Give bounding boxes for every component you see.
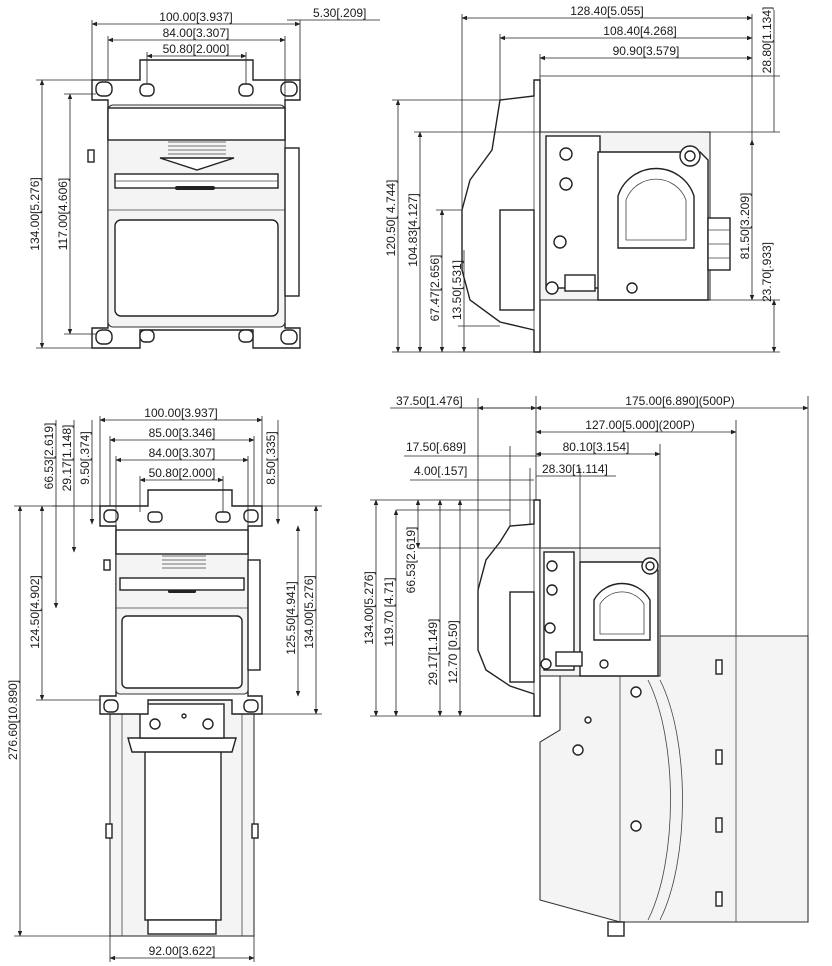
dim3-29-text: 29.17[1.148]	[60, 425, 74, 492]
dim3-85-text: 85.00[3.346]	[149, 426, 216, 440]
dim4-28-text: 28.30[1.114]	[542, 462, 608, 476]
dim-84-text: 84.00[3.307]	[163, 26, 230, 40]
dims-bottom-left: 100.00[3.937] 85.00[3.346] 84.00[3.307] …	[6, 406, 322, 962]
dim-90-text: 90.90[3.579]	[613, 44, 680, 58]
dim-100-text: 100.00[3.937]	[159, 10, 232, 24]
dims-bottom-right: 37.50[1.476] 175.00[6.890](500P) 127.00[…	[362, 394, 809, 717]
dim3-276-text: 276.60[10.890]	[6, 680, 20, 760]
dim-117-text: 117.00[4.606]	[56, 178, 70, 251]
dim3-124-text: 124.50[4.902]	[28, 575, 42, 648]
view-bottom-right-side	[477, 499, 809, 937]
dim-67-text: 67.47[2.656]	[428, 255, 442, 322]
dim4-80-text: 80.10[3.154]	[563, 440, 630, 454]
dim3-92-text: 92.00[3.622]	[149, 944, 216, 958]
dims-top-right: 128.40[5.055] 108.40[4.268] 90.90[3.579]…	[384, 4, 780, 353]
dim3-134-text: 134.00[5.276]	[302, 575, 316, 648]
dim3-125-text: 125.50[4.941]	[284, 581, 298, 654]
dim4-127-text: 127.00[5.000](200P)	[585, 418, 694, 432]
dim3-50-text: 50.80[2.000]	[149, 466, 216, 480]
dims-top-left: 100.00[3.937] 84.00[3.307] 50.80[2.000] …	[28, 6, 380, 349]
stacker-window	[114, 219, 279, 317]
front-stacker-window	[121, 615, 243, 689]
dim-13-text: 13.50[.531]	[450, 260, 464, 320]
dim-120-text: 120.50[ 4.744]	[384, 180, 398, 257]
dim-50-text: 50.80[2.000]	[163, 42, 230, 56]
dim-23-text: 23.70[.933]	[760, 242, 774, 302]
dim3-8-text: 8.50[.335]	[264, 431, 278, 484]
bill-entry-arrow	[159, 141, 235, 171]
dim3-100-text: 100.00[3.937]	[144, 406, 217, 420]
dim4-4-text: 4.00[.157]	[414, 464, 467, 478]
dim4-37-text: 37.50[1.476]	[396, 394, 463, 408]
dim4-175-text: 175.00[6.890](500P)	[625, 394, 734, 408]
dim-128-text: 128.40[5.055]	[570, 4, 643, 18]
dim3-9-text: 9.50[.374]	[78, 431, 92, 484]
view-top-left-front	[87, 59, 301, 349]
dim4-119-text: 119.70 [4.71]	[382, 577, 396, 646]
dim-5-30-text: 5.30[.209]	[313, 6, 366, 20]
dim4-134-text: 134.00[5.276]	[362, 571, 376, 644]
dim4-17-text: 17.50[.689]	[406, 440, 466, 454]
dim-134-text: 134.00[5.276]	[28, 177, 42, 250]
dim4-66-text: 66.53[2.619]	[404, 527, 418, 594]
view-top-right-side	[461, 79, 731, 353]
dim-108-text: 108.40[4.268]	[603, 24, 676, 38]
dim-81-text: 81.50[3.209]	[738, 193, 752, 260]
dim4-29-text: 29.17[1.149]	[426, 619, 440, 686]
motor-window	[617, 167, 695, 249]
dim4-12-text: 12.70 [0.50]	[446, 620, 460, 683]
view-bottom-left-front	[99, 489, 263, 937]
dim3-84-text: 84.00[3.307]	[149, 446, 216, 460]
dim-28-text: 28.80[1.134]	[760, 7, 774, 74]
dim-104-text: 104.83[4.127]	[406, 193, 420, 266]
dim3-66-text: 66.53[2.619]	[42, 423, 56, 490]
